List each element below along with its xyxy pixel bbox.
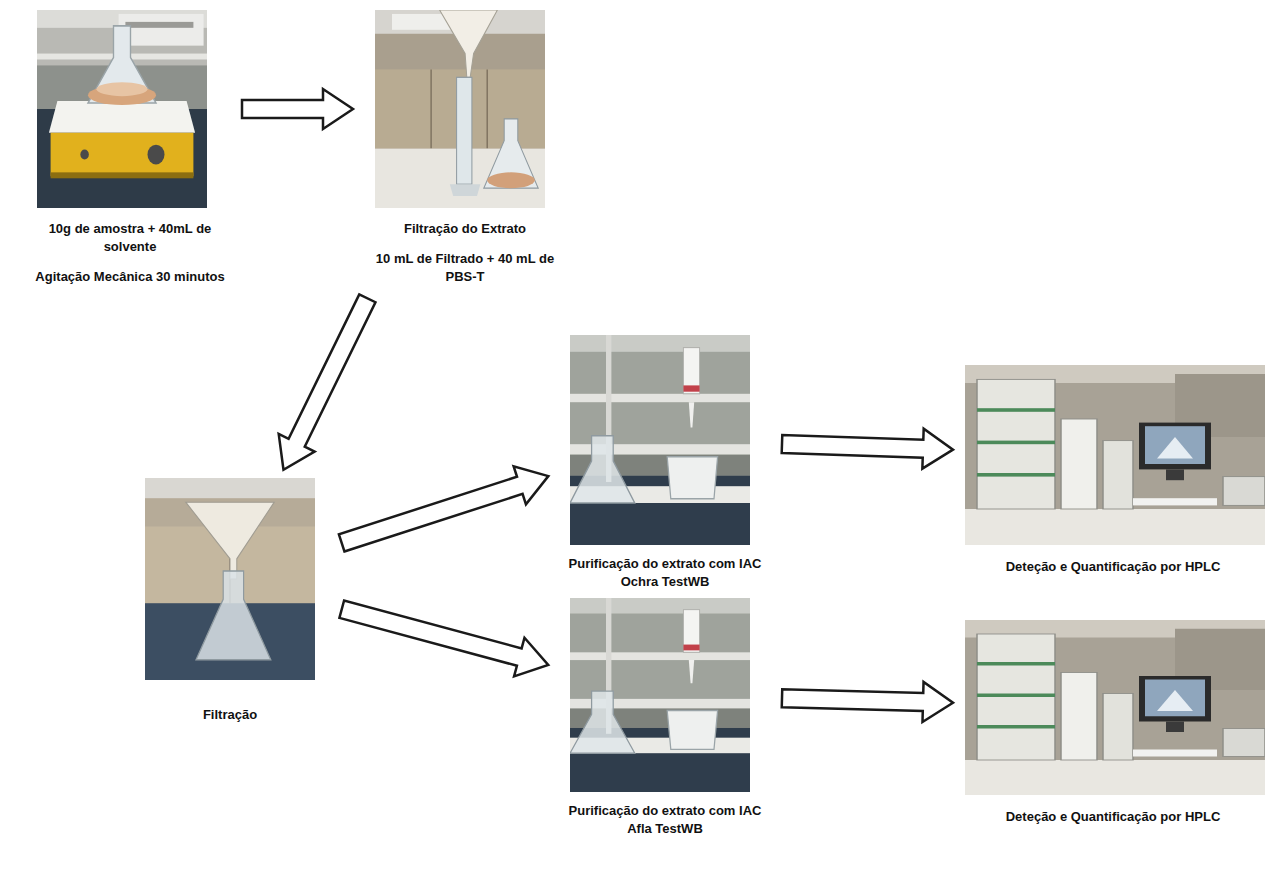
step-caption: Agitação Mecânica 30 minutos [31,268,229,286]
block-arrow [279,294,376,469]
process-step: Purificação do extrato com IAC Afla Test… [555,596,775,844]
step-caption: Deteção e Quantificação por HPLC [966,808,1260,826]
block-arrow [782,682,953,722]
process-step: 10g de amostra + 40mL de solventeAgitaçã… [25,8,235,292]
process-step: Filtração do Extrato 10 mL de Filtrado + … [360,8,570,292]
block-arrow [242,89,353,129]
step-caption: 10 mL de Filtrado + 40 mL de PBS-T [366,250,564,286]
step-caption: Filtração [131,706,329,724]
step-caption: Purificação do extrato com IAC Afla Test… [561,802,769,838]
block-arrow [339,600,548,676]
step-caption: Filtração do Extrato [366,220,564,238]
block-arrow [339,466,548,551]
step-caption: 10g de amostra + 40mL de solvente [31,220,229,256]
block-arrow [782,429,953,469]
process-step: Deteção e Quantificação por HPLC [960,362,1266,582]
process-step: Purificação do extrato com IAC Ochra Tes… [555,333,775,597]
process-step: Filtração [125,476,335,730]
step-caption: Deteção e Quantificação por HPLC [966,558,1260,576]
process-step: Deteção e Quantificação por HPLC [960,616,1266,832]
step-caption: Purificação do extrato com IAC Ochra Tes… [561,555,769,591]
